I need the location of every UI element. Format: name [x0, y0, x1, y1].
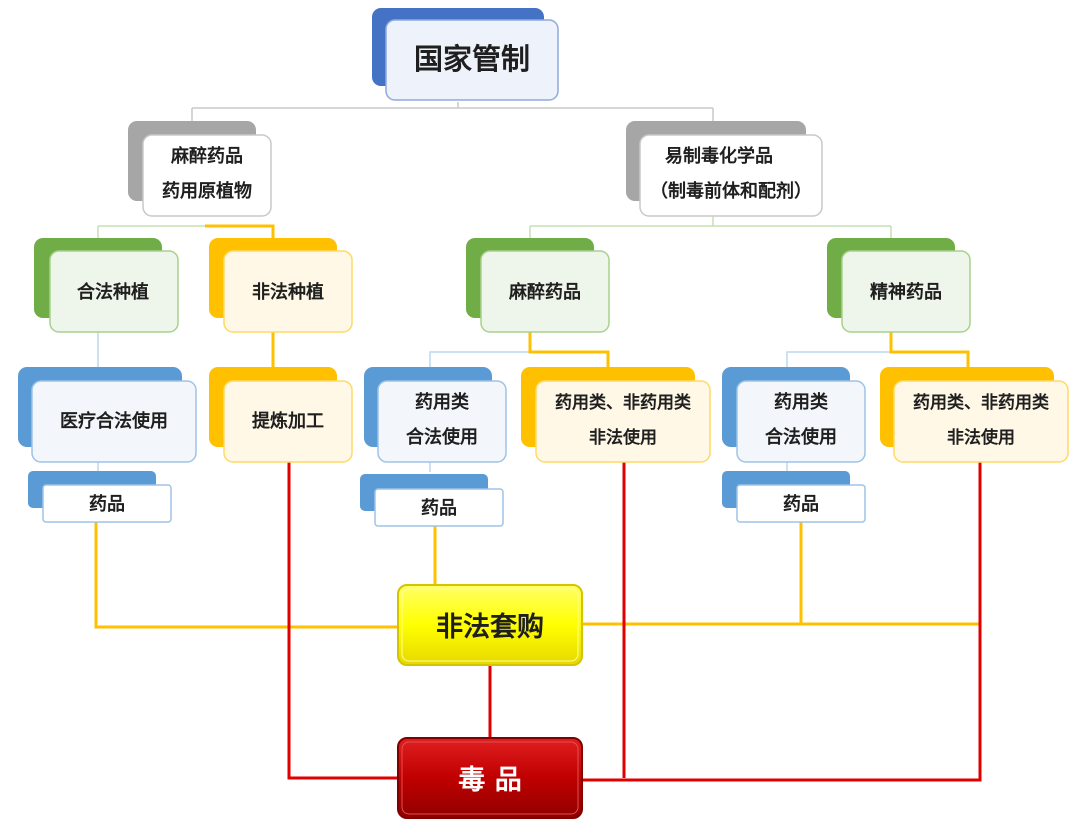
illegal-planting-label: 非法种植: [252, 281, 324, 303]
connectors: [94, 102, 982, 782]
connector-psycho-legal: [786, 332, 892, 368]
node-narcotic-drugs: 麻醉药品: [466, 238, 610, 333]
left-medicinal-legal-line2: 合法使用: [406, 426, 478, 448]
root-label: 国家管制: [414, 42, 530, 76]
right-illegal-use-line1: 药用类、非药用类: [913, 392, 1050, 413]
legal-planting-label: 合法种植: [77, 281, 149, 303]
node-legal-planting: 合法种植: [34, 238, 179, 333]
illegal-purchase-label: 非法套购: [436, 612, 544, 643]
node-root: 国家管制: [372, 8, 559, 101]
node-precursor: 易制毒化学品 （制毒前体和配剂）: [626, 121, 823, 217]
drug-1-label: 药品: [89, 493, 125, 515]
node-narcotics: 毒 品: [397, 737, 583, 819]
connector-narcotic-legal: [429, 332, 531, 368]
left-illegal-use-line1: 药用类、非药用类: [555, 392, 692, 413]
node-drug-2: 药品: [360, 474, 504, 527]
node-psychotropic-drugs: 精神药品: [827, 238, 971, 333]
node-illegal-planting: 非法种植: [209, 238, 353, 333]
node-drug-1: 药品: [28, 471, 172, 523]
node-narcotic-plants: 麻醉药品 药用原植物: [128, 121, 272, 217]
node-illegal-purchase: 非法套购: [397, 584, 583, 666]
connector-plants-illegal: [205, 224, 275, 240]
left-illegal-use-line2: 非法使用: [589, 427, 657, 448]
right-medicinal-legal-line2: 合法使用: [765, 426, 837, 448]
yellow-line-right: [582, 522, 980, 626]
node-left-illegal-use: 药用类、非药用类 非法使用: [521, 367, 711, 463]
right-medicinal-legal-line1: 药用类: [774, 391, 829, 413]
psychotropic-drugs-label: 精神药品: [870, 281, 942, 303]
node-drug-3: 药品: [722, 471, 866, 523]
red-line-right-illegal: [583, 462, 982, 782]
connector-plants-legal: [97, 225, 205, 240]
node-medical-legal-use: 医疗合法使用: [18, 367, 197, 463]
node-right-illegal-use: 药用类、非药用类 非法使用: [880, 367, 1069, 463]
drug-3-label: 药品: [783, 493, 819, 515]
refining-label: 提炼加工: [252, 410, 324, 432]
connector-root: [191, 102, 714, 123]
precursor-line2: （制毒前体和配剂）: [650, 180, 812, 202]
red-line-refining: [287, 462, 398, 780]
node-refining: 提炼加工: [209, 367, 353, 463]
connector-narcotic-illegal: [528, 332, 610, 368]
node-left-medicinal-legal: 药用类 合法使用: [364, 367, 507, 463]
precursor-line1: 易制毒化学品: [665, 145, 773, 167]
connector-psycho-illegal: [889, 332, 970, 368]
medical-legal-use-label: 医疗合法使用: [60, 410, 168, 432]
connector-precursor: [529, 216, 892, 240]
left-medicinal-legal-line1: 药用类: [415, 391, 470, 413]
node-right-medicinal-legal: 药用类 合法使用: [722, 367, 866, 463]
drug-2-label: 药品: [421, 497, 457, 519]
narcotic-plants-line1: 麻醉药品: [170, 145, 243, 167]
narcotics-label: 毒 品: [458, 765, 521, 796]
narcotic-drugs-label: 麻醉药品: [508, 281, 581, 303]
narcotic-plants-line2: 药用原植物: [162, 180, 252, 202]
right-illegal-use-line2: 非法使用: [947, 427, 1015, 448]
yellow-line-left: [94, 522, 398, 629]
